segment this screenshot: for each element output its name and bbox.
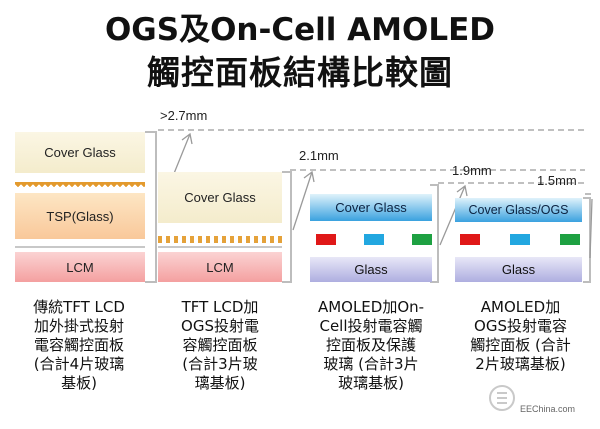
caption-col4-line: OGS投射電容 xyxy=(474,317,567,335)
caption-col1-line: 電容觸控面板 xyxy=(33,336,124,354)
col3-red-subpixel xyxy=(316,234,336,245)
thickness-label-col2: 2.1mm xyxy=(299,148,339,163)
caption-col1-line: 基板) xyxy=(61,374,97,392)
caption-col2: TFT LCD加 OGS投射電 容觸控面板 (合計3片玻 璃基板) xyxy=(150,298,290,393)
caption-col2-line: 璃基板) xyxy=(194,374,246,392)
caption-col4: AMOLED加 OGS投射電容 觸控面板 (合計 2片玻璃基板) xyxy=(448,298,593,374)
caption-col1-line: 傳統TFT LCD xyxy=(33,298,125,316)
caption-col3: AMOLED加On- Cell投射電容觸 控面板及保護 玻璃 (合計3片 玻璃基… xyxy=(296,298,446,393)
col4-red-subpixel xyxy=(460,234,480,245)
col4-green-subpixel xyxy=(560,234,580,245)
bracket-col2 xyxy=(282,171,292,283)
col3-green-subpixel xyxy=(412,234,432,245)
watermark-logo-icon xyxy=(489,385,515,411)
col4-blue-subpixel xyxy=(510,234,530,245)
bracket-col4 xyxy=(583,197,591,283)
col2-cover-glass: Cover Glass xyxy=(158,172,282,223)
col2-lcm: LCM xyxy=(158,252,282,282)
bracket-col3 xyxy=(430,184,439,283)
caption-col2-line: 容觸控面板 xyxy=(182,336,258,354)
caption-col2-line: (合計3片玻 xyxy=(182,355,258,373)
col1-lcm: LCM xyxy=(15,252,145,282)
caption-col3-line: AMOLED加On- xyxy=(317,298,425,316)
watermark-text: EEChina.com xyxy=(520,404,576,414)
col3-cover-glass: Cover Glass xyxy=(310,194,432,221)
col1-cover-glass: Cover Glass xyxy=(15,132,145,173)
thickness-label-col1: >2.7mm xyxy=(160,108,208,123)
caption-col1: 傳統TFT LCD 加外掛式投射 電容觸控面板 (合計4片玻璃 基板) xyxy=(4,298,154,393)
col1-touch-sensor-pattern xyxy=(15,182,145,193)
col1-tsp-glass: TSP(Glass) xyxy=(15,193,145,239)
arrow-col4 xyxy=(589,198,593,259)
caption-col3-line: 控面板及保護 xyxy=(325,336,416,354)
caption-col1-line: (合計4片玻璃 xyxy=(33,355,125,373)
caption-col3-line: 玻璃 (合計3片 xyxy=(323,355,419,373)
caption-col3-line: 玻璃基板) xyxy=(338,374,404,392)
bracket-col1 xyxy=(145,131,157,283)
col2-touch-sensor-pattern xyxy=(158,236,282,243)
caption-col1-line: 加外掛式投射 xyxy=(33,317,124,335)
thickness-label-col4: 1.5mm xyxy=(537,173,577,188)
arrow-col3 xyxy=(439,185,466,246)
col4-glass: Glass xyxy=(455,257,582,282)
thickness-label-col3: 1.9mm xyxy=(452,163,492,178)
caption-col2-line: OGS投射電 xyxy=(181,317,259,335)
caption-col4-line: 觸控面板 (合計 xyxy=(470,336,571,354)
col1-separator xyxy=(15,246,145,248)
caption-col4-line: AMOLED加 xyxy=(480,298,561,316)
caption-col3-line: Cell投射電容觸 xyxy=(319,317,423,335)
title-line-1: OGS及On-Cell AMOLED xyxy=(104,12,496,48)
caption-col2-line: TFT LCD加 xyxy=(181,298,259,316)
col3-blue-subpixel xyxy=(364,234,384,245)
col3-glass: Glass xyxy=(310,257,432,282)
caption-col4-line: 2片玻璃基板) xyxy=(475,355,566,373)
col2-separator xyxy=(158,246,282,248)
title-line-2: 觸控面板結構比較圖 xyxy=(147,53,453,92)
col4-cover-glass-ogs: Cover Glass/OGS xyxy=(455,198,582,222)
arrow-col2 xyxy=(292,171,313,231)
